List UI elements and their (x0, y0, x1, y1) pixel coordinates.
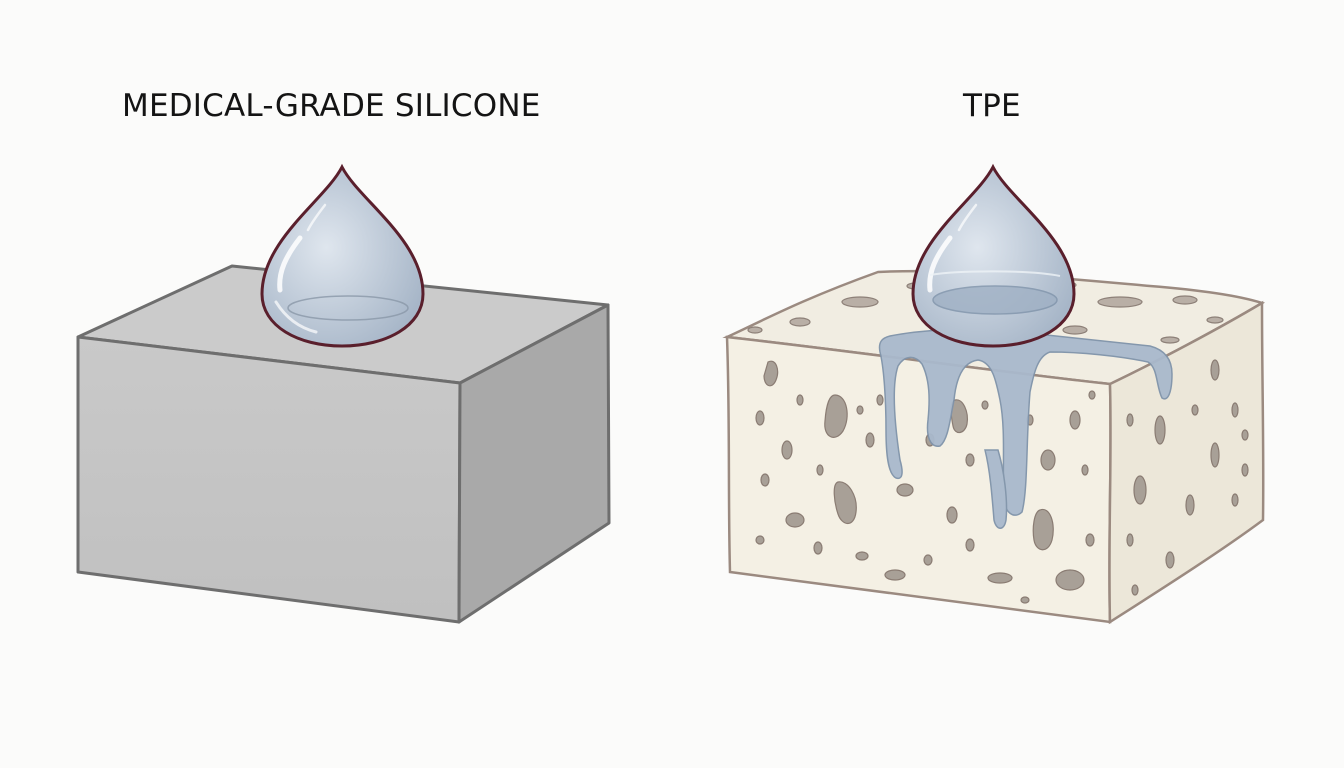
water-drop-icon (260, 163, 425, 348)
tpe-block-front (725, 335, 1112, 624)
tpe-side-pores (1126, 359, 1249, 596)
liquid-seepage (878, 328, 1173, 529)
silicone-block-front (76, 335, 462, 624)
silicone-title: MEDICAL-GRADE SILICONE (122, 88, 541, 124)
tpe-title: TPE (963, 88, 1021, 124)
tpe-front-pores (755, 360, 1096, 604)
silicone-block-side (457, 303, 611, 624)
tpe-block-side (1108, 300, 1265, 625)
water-drop-icon (911, 163, 1076, 348)
